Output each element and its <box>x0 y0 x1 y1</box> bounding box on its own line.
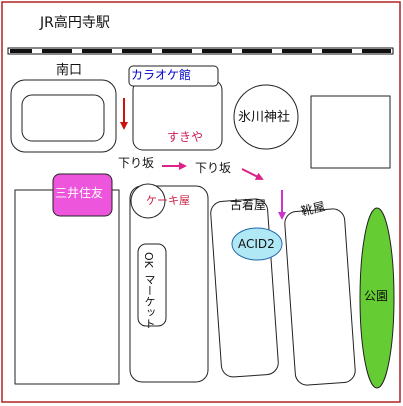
shrine-circle <box>233 84 299 150</box>
railway-track <box>7 47 394 55</box>
bank-label: 三井住友 <box>55 186 104 200</box>
south-exit-label: 南口 <box>56 63 83 78</box>
cake-shop-circle <box>130 183 166 219</box>
route-arrow-diagonal <box>241 168 264 180</box>
market-label: マーケット <box>143 274 156 329</box>
ok-label: OK <box>142 252 155 268</box>
sukiya-label: すきや <box>167 130 204 144</box>
secondhand-label: 古着屋 <box>230 198 267 212</box>
ok-market-sign <box>137 243 167 327</box>
slope-label-1: 下り坂 <box>118 156 155 170</box>
slope-label-2: 下り坂 <box>195 161 232 175</box>
park-label: 公園 <box>364 289 389 303</box>
acid2-ellipse <box>231 227 283 261</box>
station-name: JR高円寺駅 <box>40 15 110 31</box>
bank-block <box>14 189 120 385</box>
right-building <box>310 95 391 169</box>
shoe-block <box>284 208 356 386</box>
park-ellipse <box>359 207 395 389</box>
acid2-label: ACID2 <box>238 237 275 251</box>
ok-market-block <box>129 185 209 383</box>
cake-shop-label: ケーキ屋 <box>146 194 190 207</box>
secondhand-block <box>210 198 279 378</box>
south-exit-inner <box>21 94 105 142</box>
bank-badge <box>52 173 113 217</box>
shrine-label: 氷川神社 <box>238 110 291 125</box>
karaoke-label-box <box>128 65 219 87</box>
karaoke-label: カラオケ館 <box>131 68 192 82</box>
